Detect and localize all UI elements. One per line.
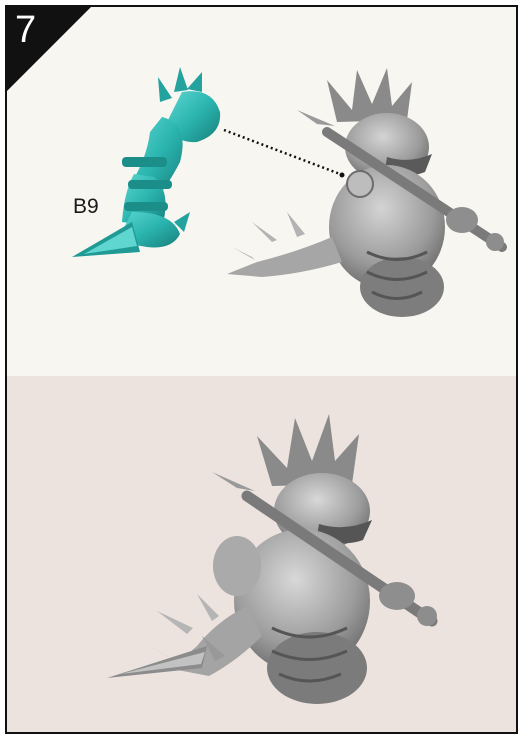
part-b9-tail [62, 62, 232, 267]
merfolk-model-assembled [97, 406, 457, 716]
step-badge: 7 [7, 7, 91, 91]
bottom-panel [7, 376, 516, 732]
part-label-b9: B9 [73, 196, 99, 217]
instruction-frame: 7 B9 [5, 5, 518, 734]
merfolk-model-top [217, 62, 512, 327]
step-number: 7 [15, 11, 36, 49]
